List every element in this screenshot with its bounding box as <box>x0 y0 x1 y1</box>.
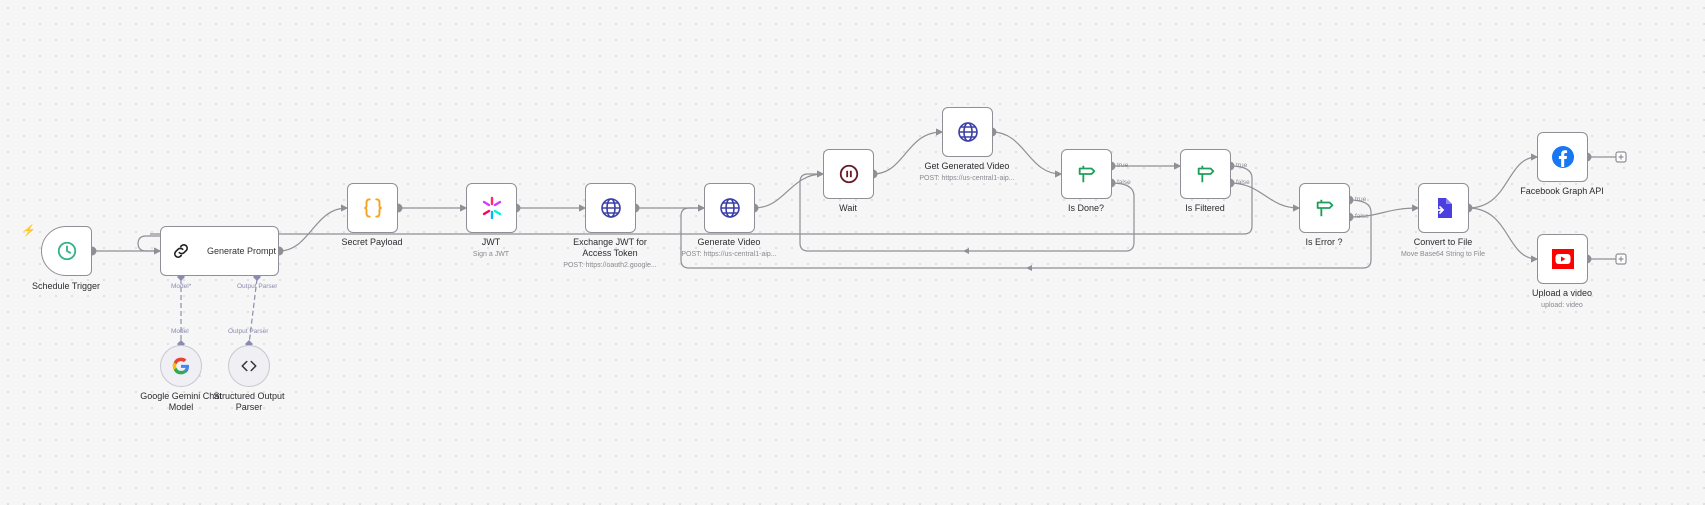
node-label-genvideo: Generate Video <box>697 237 761 247</box>
node-sublabel-convert: Move Base64 String to File <box>1400 251 1486 258</box>
signpost-icon <box>1316 199 1333 217</box>
plus-icon-facebook <box>1618 154 1624 160</box>
edge-iserror-true-back <box>680 199 1372 269</box>
loop-arrowheads <box>963 248 1032 271</box>
facebook-icon <box>1551 146 1574 168</box>
node-sublabel-getvideo: POST: https://us-central1-aip... <box>919 175 1015 182</box>
node-label-isdone: Is Done? <box>1067 203 1105 213</box>
file-convert-icon <box>1433 198 1452 218</box>
node-structured-output-parser[interactable] <box>228 345 270 387</box>
loop-arrow-1 <box>963 248 969 254</box>
curly-braces-icon <box>363 198 382 218</box>
node-is-done[interactable] <box>1061 149 1112 199</box>
node-facebook-graph-api[interactable] <box>1537 132 1588 182</box>
out-label-isdone-false: false <box>1117 179 1131 186</box>
edge-wait-getvideo <box>872 128 944 175</box>
pause-icon <box>839 164 858 184</box>
node-label-secret: Secret Payload <box>341 237 403 247</box>
port-label-model-out: Model <box>171 328 189 335</box>
edge-getvideo-isdone <box>991 131 1063 178</box>
node-jwt[interactable] <box>466 183 517 233</box>
signpost-icon <box>1078 165 1095 183</box>
node-label-parser-line1: Structured Output <box>213 391 285 401</box>
link-chain-icon <box>174 244 188 258</box>
globe-icon <box>600 198 621 218</box>
node-sublabel-jwt: Sign a JWT <box>472 251 510 258</box>
jwt-icon <box>482 196 501 220</box>
node-is-error[interactable] <box>1299 183 1350 233</box>
port-label-parser-out: Output Parser <box>228 328 269 335</box>
node-label-youtube: Upload a video <box>1531 288 1593 298</box>
out-label-iserror-true: true <box>1355 196 1367 203</box>
node-label-facebook: Facebook Graph API <box>1520 186 1604 196</box>
globe-icon <box>957 122 978 142</box>
loop-arrow-2 <box>1026 265 1032 271</box>
out-label-isfiltered-false: false <box>1236 179 1250 186</box>
port-label-parser-in: Output Parser <box>237 283 278 290</box>
node-label-gemini-line1: Google Gemini Chat <box>140 391 222 401</box>
node-label-convert: Convert to File <box>1413 237 1473 247</box>
port-label-model-in: Model* <box>171 283 192 290</box>
node-google-gemini-chat-model[interactable] <box>160 345 202 387</box>
code-brackets-icon <box>241 360 257 372</box>
node-sublabel-genvideo: POST: https://us-central1-aip... <box>681 251 777 258</box>
node-label-getvideo: Get Generated Video <box>924 161 1010 171</box>
node-label-iserror: Is Error ? <box>1305 237 1343 247</box>
edge-genvideo-wait <box>753 170 825 209</box>
clock-icon <box>57 241 76 261</box>
node-generate-prompt[interactable]: Generate Prompt <box>160 226 279 276</box>
node-label-parser-line2: Parser <box>235 402 263 412</box>
edge-prompt-secret <box>278 204 349 252</box>
edge-prompt-loop <box>137 235 160 252</box>
youtube-icon <box>1551 249 1574 269</box>
node-label-exchange-line2: Access Token <box>582 248 638 258</box>
trigger-bolt-icon: ⚡ <box>22 225 36 237</box>
node-label-exchange-line1: Exchange JWT for <box>573 237 647 247</box>
node-label-schedule: Schedule Trigger <box>31 281 101 291</box>
node-generate-video[interactable] <box>704 183 755 233</box>
out-label-iserror-false: false <box>1355 213 1369 220</box>
node-label-isfiltered: Is Filtered <box>1185 203 1225 213</box>
signpost-icon <box>1197 165 1214 183</box>
edge-isdone-false-wait <box>799 173 1135 252</box>
google-icon <box>172 357 189 375</box>
node-sublabel-youtube: upload: video <box>1541 302 1583 309</box>
node-convert-to-file[interactable] <box>1418 183 1469 233</box>
edge-isfiltered-true-back <box>150 165 1253 235</box>
edge-convert-youtube <box>1467 207 1539 263</box>
node-label-parser: Structured Output Parser <box>179 391 319 413</box>
node-label-gemini: Google Gemini Chat Model <box>111 391 251 413</box>
node-get-generated-video[interactable] <box>942 107 993 157</box>
node-secret-payload[interactable] <box>347 183 398 233</box>
out-label-isdone-true: true <box>1117 162 1129 169</box>
globe-icon <box>719 198 740 218</box>
node-label-gemini-line2: Model <box>168 402 194 412</box>
edge-isfiltered-false-iserror <box>1229 182 1301 212</box>
out-label-isfiltered-true: true <box>1236 162 1248 169</box>
edge-iserror-false-convert <box>1348 204 1420 218</box>
node-upload-video[interactable] <box>1537 234 1588 284</box>
node-wait[interactable] <box>823 149 874 199</box>
node-label-wait: Wait <box>839 203 857 213</box>
node-exchange-jwt[interactable] <box>585 183 636 233</box>
node-label-prompt: Generate Prompt <box>207 246 277 256</box>
node-is-filtered[interactable] <box>1180 149 1231 199</box>
edge-ai-parser <box>248 278 258 345</box>
node-sublabel-exchange: POST: https://oauth2.google... <box>563 262 657 269</box>
edge-convert-facebook <box>1467 153 1539 209</box>
node-label-exchange: Exchange JWT for Access Token <box>540 237 680 259</box>
node-label-jwt: JWT <box>481 237 501 247</box>
plus-icon-youtube <box>1618 256 1624 262</box>
node-schedule-trigger[interactable] <box>41 226 92 276</box>
